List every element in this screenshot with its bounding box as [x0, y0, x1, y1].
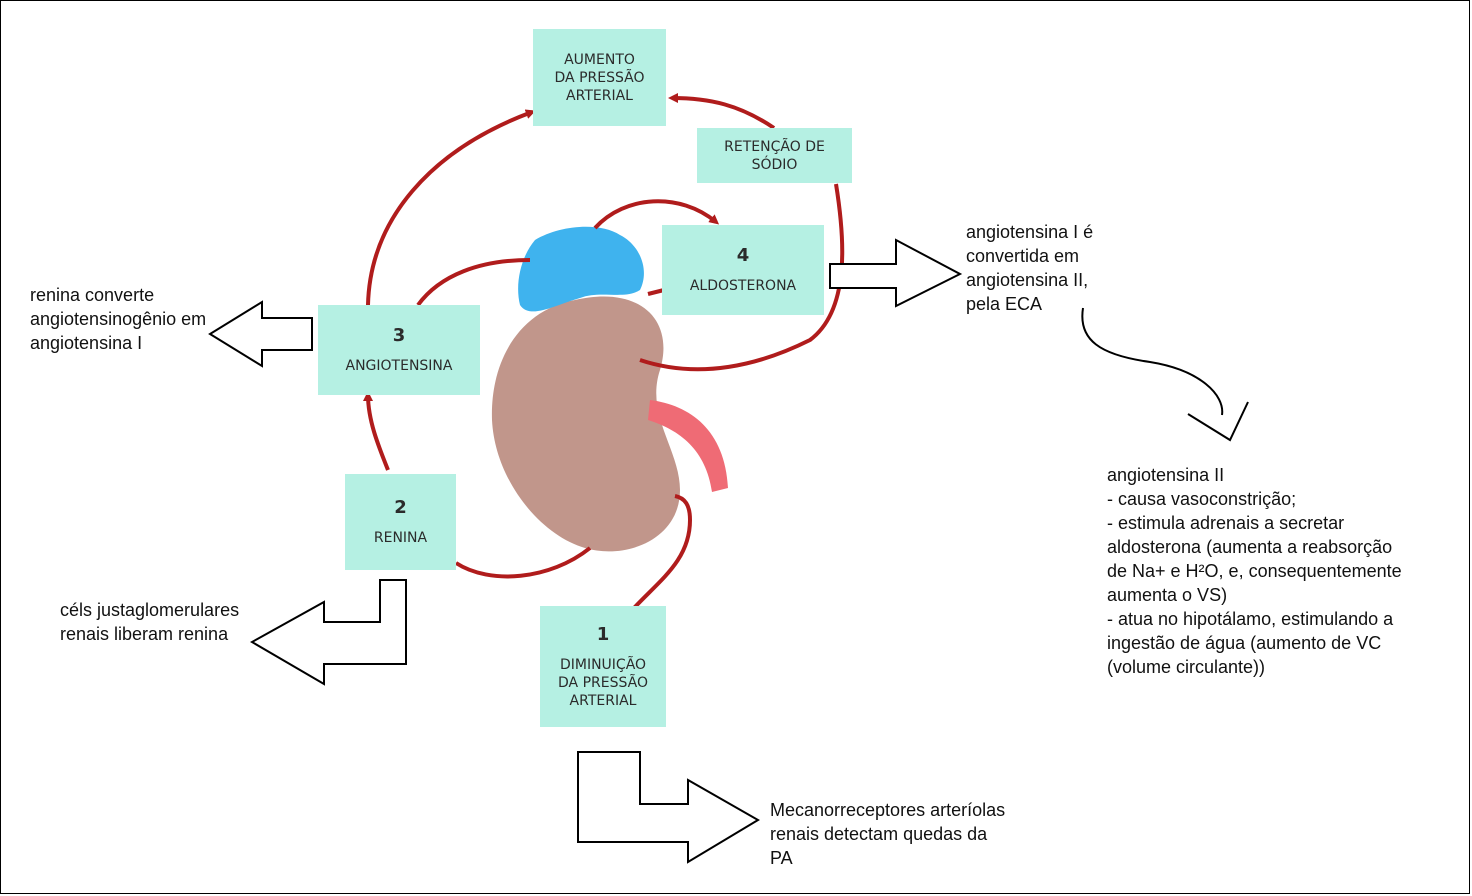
- outline-arrow-to-renina-note: [208, 300, 313, 368]
- arrow-adrenal-connector: [647, 288, 665, 296]
- arrow-renina-to-angiotensina: [363, 391, 390, 471]
- step-number-1: 1: [596, 623, 610, 645]
- step-box-diminuicao-pressao: 1 DIMINUIÇÃO DA PRESSÃO ARTERIAL: [540, 606, 666, 727]
- curved-arrow-to-angiotensina-ii-note: [1081, 307, 1224, 416]
- outline-arrow-to-mecanorreceptores-note: [577, 751, 760, 864]
- note-cels-justaglomerulares: céls justaglomerulares renais liberam re…: [60, 600, 240, 644]
- note-mecanorreceptores: Mecanorreceptores arteríolas renais dete…: [770, 800, 1006, 868]
- arrow-retencao-to-aumento: [668, 93, 776, 130]
- step-box-aldosterona: 4 ALDOSTERONA: [662, 225, 824, 315]
- arrow-adrenal-to-aldosterona: [593, 199, 720, 230]
- step-box-aumento-pressao: AUMENTO DA PRESSÃO ARTERIAL: [533, 29, 666, 126]
- adrenal-gland-shape: [518, 226, 644, 312]
- step-number-3: 3: [392, 325, 406, 346]
- step-box-retencao-sodio: RETENÇÃO DE SÓDIO: [697, 128, 852, 183]
- step-label-aldosterona: ALDOSTERONA: [689, 278, 797, 294]
- kidney-shape: [491, 296, 680, 552]
- step-label-diminuicao: DIMINUIÇÃO DA PRESSÃO ARTERIAL: [558, 656, 648, 709]
- step-number-2: 2: [394, 497, 407, 518]
- arrow-aldosterona-to-retencao: [639, 183, 845, 372]
- step-label-retencao: RETENÇÃO DE SÓDIO: [724, 138, 825, 173]
- arrow-angiotensina-to-aumento: [366, 109, 536, 306]
- arrow-diminuicao-to-kidney: [632, 494, 693, 610]
- outline-arrow-to-cels-note: [249, 579, 407, 686]
- note-angiotensina-ii: angiotensina II - causa vasoconstrição; …: [1107, 465, 1402, 677]
- step-label-angiotensina: ANGIOTENSINA: [345, 358, 453, 374]
- step-label-aumento: AUMENTO DA PRESSÃO ARTERIAL: [554, 51, 645, 104]
- step-number-4: 4: [736, 245, 750, 266]
- arrow-angiotensina-to-adrenal: [416, 258, 531, 307]
- note-renina-converte: renina converte angiotensinogênio em ang…: [30, 285, 207, 353]
- step-box-angiotensina: 3 ANGIOTENSINA: [318, 305, 480, 395]
- step-label-renina: RENINA: [373, 530, 428, 546]
- ureter-shape: [648, 400, 728, 492]
- step-box-renina: 2 RENINA: [345, 474, 456, 570]
- curved-arrowhead: [1187, 401, 1249, 442]
- arrow-renina-to-kidney: [454, 546, 592, 579]
- note-angiotensina-i: angiotensina I é convertida em angiotens…: [966, 222, 1094, 314]
- outline-arrow-to-angiotensina-i-note: [829, 238, 963, 308]
